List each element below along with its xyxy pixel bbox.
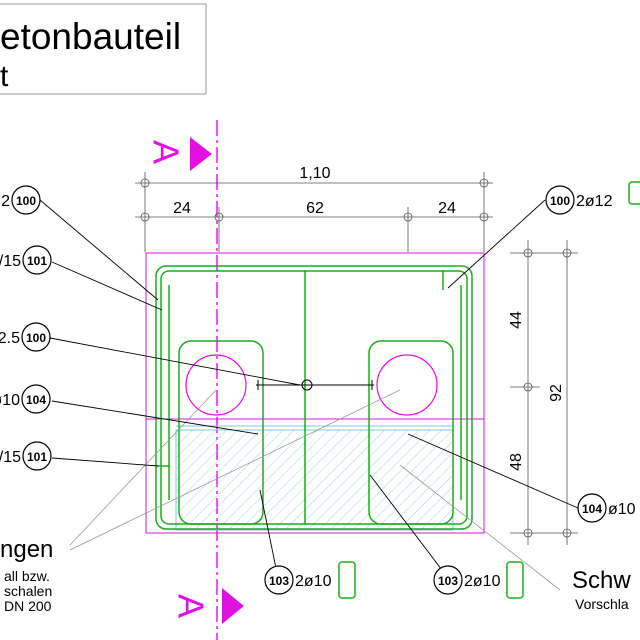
note-right-heading: Schw [572,567,631,594]
callout-text: 2ø10 [295,573,332,590]
section-arrow-bottom [222,588,244,624]
callout-number: 103 [269,574,289,588]
callout-number: 101 [27,254,47,268]
title-line-1: etonbauteil [0,16,181,57]
note-left-line-1: all bzw. [4,568,50,584]
note-left: ngen all bzw. schalen DN 200 [0,536,53,614]
dim-total-height: 92 [548,384,565,402]
dim-middle: 62 [306,200,324,217]
callout-text: /15 [0,449,21,466]
callout-circle [11,185,41,215]
centre-dimension [256,379,374,391]
callout-100-middle-left: 2.5 100 [0,322,51,352]
callout-text: ø10 [0,392,20,409]
callout-circle [433,565,463,595]
callout-circle [21,384,51,414]
callout-circle [22,245,52,275]
callout-circle [577,493,607,523]
dim-upper-height: 44 [508,311,525,329]
callout-text: 2ø12 [576,193,613,210]
dimension-chain-top [135,172,493,252]
section-marker-bottom: A [170,588,244,624]
callout-101-lower-left: /15 101 [0,441,52,471]
callout-circle [21,322,51,352]
section-marker-top: A [145,137,212,171]
concrete-outline [145,252,485,534]
callout-number: 104 [582,502,602,516]
callout-leaders [39,199,579,579]
dim-overall-width: 1,10 [299,165,330,182]
note-left-heading: ngen [0,536,53,563]
callout-number: 104 [26,393,46,407]
callout-number: 103 [438,574,458,588]
callout-circle [545,185,575,215]
callout-104-left: ø10 104 [0,384,51,414]
callout-text: 2 [1,193,10,210]
callout-100-top-left: 2 100 [1,185,41,215]
note-left-line-3: DN 200 [4,598,52,614]
callout-text: 2ø10 [464,573,501,590]
dim-right: 24 [438,200,456,217]
callout-text: ø10 [608,501,636,518]
callout-number: 100 [550,194,570,208]
section-letter-bottom: A [170,594,211,618]
callout-103-bottom-right: 103 2ø10 [433,561,524,599]
callout-100-top-right: 100 2ø12 [545,181,640,215]
title-frame [0,3,207,95]
dimension-chain-right [510,240,578,545]
callout-104-right: 104 ø10 [577,493,636,523]
pipe-openings [185,354,438,416]
bar-shape-icon [338,561,356,599]
section-arrow-top [190,137,212,171]
bar-shape-icon [628,181,640,205]
title-line-2: t [0,60,9,93]
note-right: Schw Vorschla [572,567,631,612]
callout-circle [264,565,294,595]
note-left-line-2: schalen [4,583,52,599]
callout-103-bottom-left: 103 2ø10 [264,561,356,599]
callout-number: 100 [26,331,46,345]
title-block: etonbauteil t [0,3,207,95]
callout-text: 2.5 [0,330,20,347]
note-right-line-1: Vorschla [575,596,629,612]
callout-circle [22,441,52,471]
bar-shape-icon [506,561,524,599]
dim-lower-height: 48 [508,453,525,471]
dim-left: 24 [173,200,191,217]
callout-number: 100 [16,194,36,208]
callout-101-upper-left: /15 101 [0,245,52,275]
hatched-zone [175,429,454,531]
callout-text: /15 [0,253,21,270]
callout-number: 101 [27,450,47,464]
section-letter-top: A [145,140,186,164]
note-leaders [69,389,561,591]
rebar-cage [155,265,473,530]
